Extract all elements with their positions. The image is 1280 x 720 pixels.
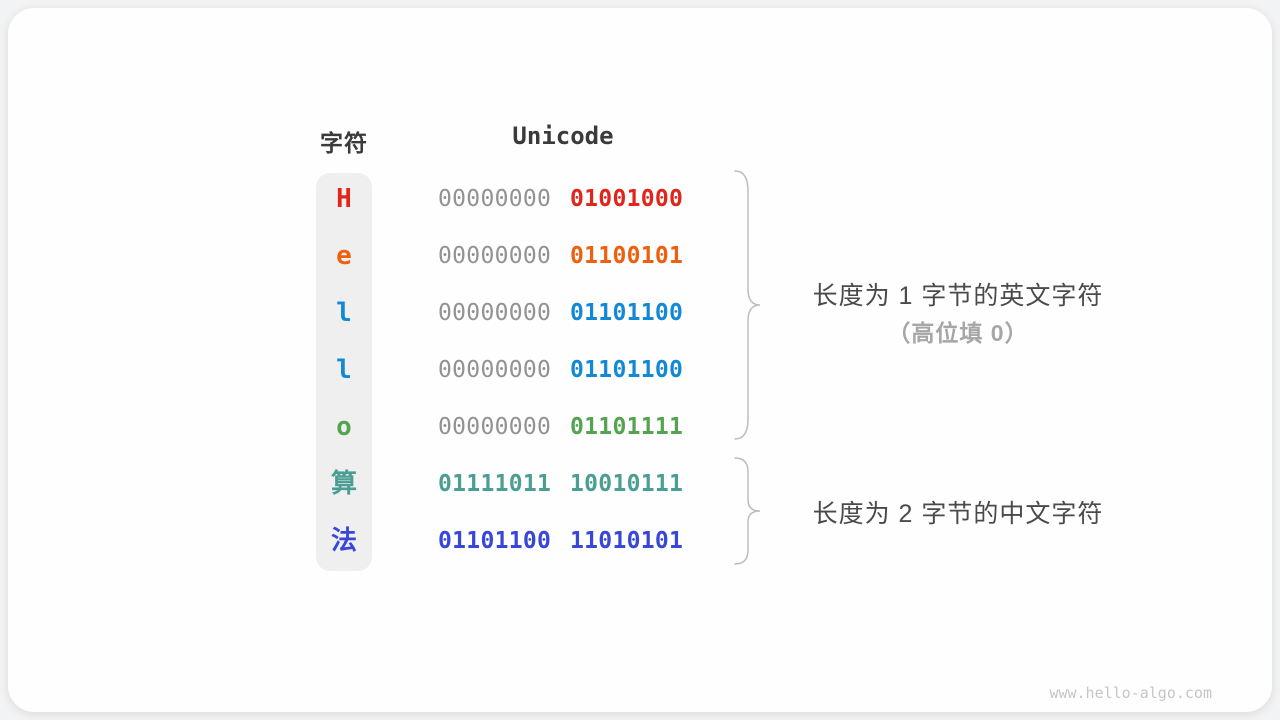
character-cell: H: [336, 184, 352, 214]
brace-english-group: [734, 170, 761, 440]
unicode-byte-low: 01100101: [570, 243, 684, 269]
unicode-byte-high: 01111011: [438, 471, 552, 497]
website-watermark: www.hello-algo.com: [1049, 684, 1212, 702]
unicode-byte-low: 01001000: [570, 186, 684, 212]
unicode-byte-low: 01101111: [570, 414, 684, 440]
annotation-english-chars: 长度为 1 字节的英文字符: [812, 282, 1104, 310]
diagram-card: 字符 Unicode H 00000000 01001000 e 0000000…: [8, 8, 1272, 712]
unicode-byte-high: 00000000: [438, 243, 552, 269]
unicode-byte-high: 00000000: [438, 300, 552, 326]
character-cell: o: [336, 412, 352, 442]
character-cell: l: [336, 355, 352, 385]
table-row: e 00000000 01100101: [8, 239, 1280, 273]
table-row: 算 01111011 10010111: [8, 467, 1280, 501]
table-row: l 00000000 01101100: [8, 353, 1280, 387]
annotation-chinese-chars: 长度为 2 字节的中文字符: [812, 500, 1104, 528]
unicode-byte-high: 01101100: [438, 528, 552, 554]
unicode-byte-low: 01101100: [570, 357, 684, 383]
table-row: o 00000000 01101111: [8, 410, 1280, 444]
table-row: l 00000000 01101100: [8, 296, 1280, 330]
column-header-unicode: Unicode: [512, 122, 614, 150]
unicode-byte-high: 00000000: [438, 414, 552, 440]
unicode-byte-low: 01101100: [570, 300, 684, 326]
character-cell: e: [336, 241, 352, 271]
character-cell: 法: [330, 526, 357, 556]
table-row: 法 01101100 11010101: [8, 524, 1280, 558]
brace-chinese-group: [734, 457, 761, 565]
unicode-byte-high: 00000000: [438, 186, 552, 212]
annotation-high-bits-zero: （高位填 0）: [887, 320, 1029, 346]
unicode-byte-high: 00000000: [438, 357, 552, 383]
table-row: H 00000000 01001000: [8, 182, 1280, 216]
character-cell: 算: [330, 469, 357, 499]
character-cell: l: [336, 298, 352, 328]
character-column-background: [316, 173, 372, 571]
unicode-byte-low: 11010101: [570, 528, 684, 554]
unicode-byte-low: 10010111: [570, 471, 684, 497]
column-header-character: 字符: [320, 130, 368, 156]
